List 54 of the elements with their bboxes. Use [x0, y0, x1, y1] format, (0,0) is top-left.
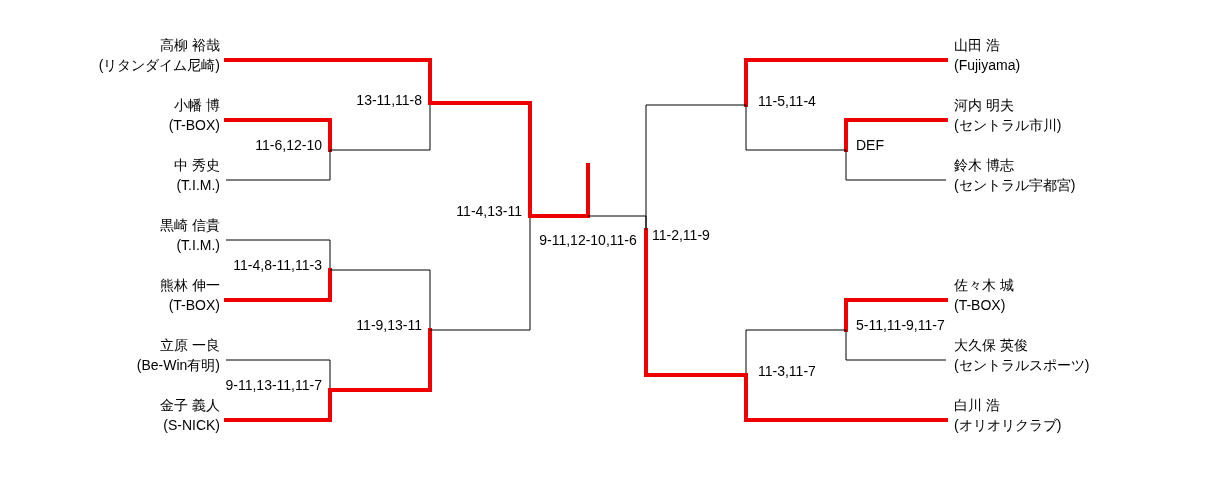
match-score: 9-11,13-11,11-7 [225, 377, 322, 393]
club-name: (T-BOX) [168, 297, 220, 313]
club-name: (T-BOX) [168, 117, 220, 133]
match-score: 11-3,11-7 [758, 363, 816, 379]
club-name: (S-NICK) [163, 417, 220, 433]
match-score: 11-4,13-11 [456, 203, 522, 219]
club-name: (セントラル市川) [954, 117, 1062, 133]
player-name: 河内 明夫 [954, 97, 1014, 113]
bracket-line [745, 329, 847, 376]
bracket-line [844, 298, 948, 332]
club-name: (T.I.M.) [176, 177, 220, 193]
bracket-line [224, 268, 332, 302]
club-name: (リタンダイム尼崎) [98, 57, 220, 73]
match-score: 11-5,11-4 [758, 93, 816, 109]
club-name: (セントラル宇都宮) [954, 177, 1076, 193]
bracket-line [845, 149, 947, 181]
bracket-line [225, 149, 331, 181]
match-score: 13-11,11-8 [356, 92, 422, 108]
player-name: 小幡 博 [174, 97, 220, 113]
player-name: 熊林 伸一 [160, 277, 220, 293]
bracket-line [844, 118, 948, 152]
bracket-line [329, 269, 431, 331]
bracket-line [845, 329, 947, 361]
bracket-line [329, 102, 431, 151]
club-name: (Be-Win有明) [136, 357, 220, 373]
match-score: DEF [856, 137, 884, 153]
bracket-line [224, 118, 332, 152]
player-name: 中 秀史 [174, 157, 220, 173]
bracket-line [587, 215, 647, 231]
player-name: 白川 浩 [954, 397, 1000, 413]
match-score: 5-11,11-9,11-7 [856, 317, 945, 333]
club-name: (Fujiyama) [954, 57, 1021, 73]
match-score: 9-11,12-10,11-6 [539, 232, 637, 248]
bracket-line [225, 359, 331, 391]
match-score: 11-4,8-11,11-3 [233, 257, 322, 273]
player-name: 佐々木 城 [954, 277, 1014, 293]
match-score: 11-6,12-10 [255, 137, 322, 153]
match-score: 11-2,11-9 [652, 227, 710, 243]
player-name: 鈴木 博志 [954, 157, 1014, 173]
bracket-line [745, 104, 847, 151]
club-name: (T-BOX) [954, 297, 1006, 313]
player-name: 高柳 裕哉 [160, 37, 220, 53]
club-name: (T.I.M.) [176, 237, 220, 253]
bracket-line [744, 58, 948, 107]
player-name: 立原 一良 [160, 337, 220, 353]
match-score: 11-9,13-11 [356, 317, 422, 333]
player-name: 大久保 英俊 [954, 337, 1028, 353]
club-name: (セントラルスポーツ) [954, 357, 1090, 373]
player-name: 金子 義人 [160, 397, 220, 413]
bracket-line [429, 215, 531, 331]
bracket-line [225, 239, 331, 271]
club-name: (オリオリクラブ) [954, 417, 1062, 433]
player-name: 黒崎 信貴 [160, 217, 220, 233]
player-name: 山田 浩 [954, 37, 1000, 53]
